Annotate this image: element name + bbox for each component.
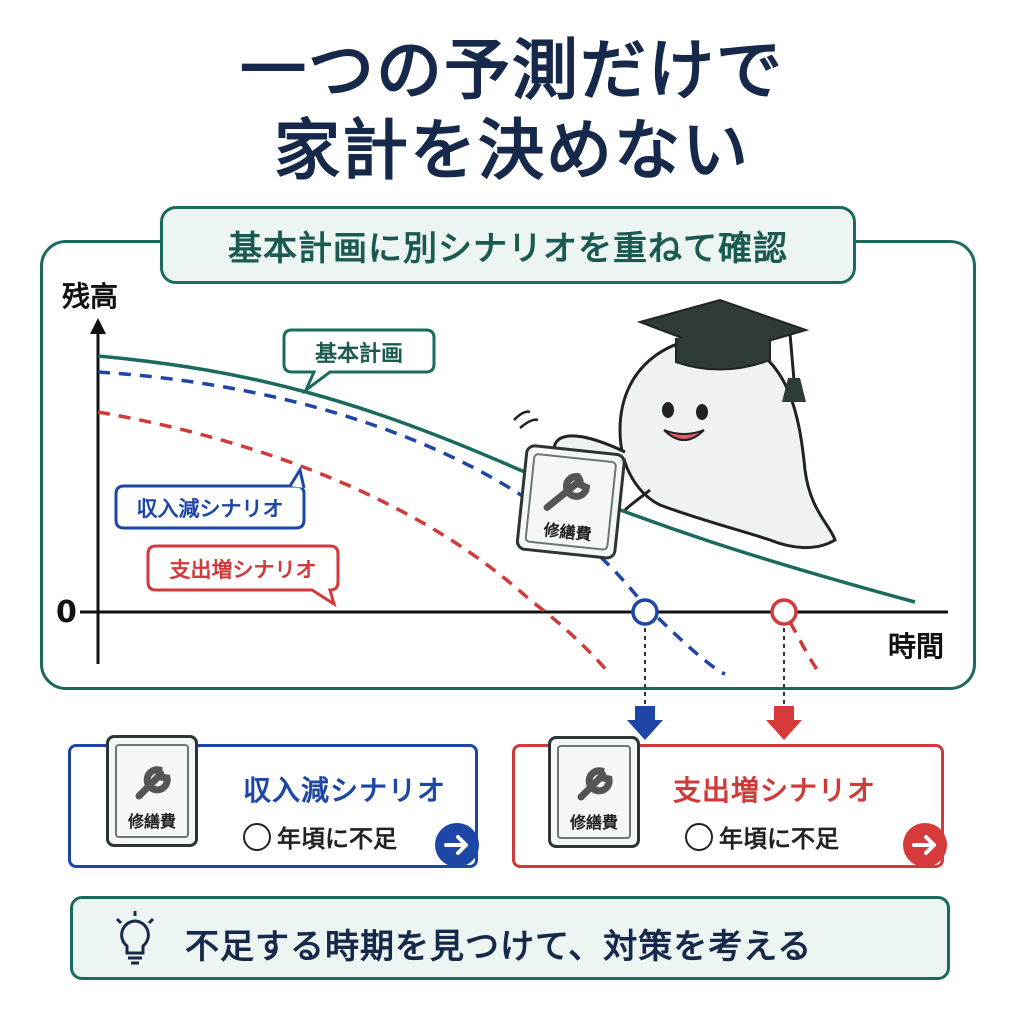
drop-arrow-expense	[766, 706, 802, 740]
arrow-right-icon	[912, 835, 936, 855]
shortfall-text: 年頃に不足	[719, 825, 839, 853]
page-title-line2: 家計を決めない	[274, 112, 750, 189]
callout-income-decrease-text: 収入減シナリオ	[137, 497, 284, 521]
repair-cost-card-label: 修繕費	[569, 813, 618, 832]
drop-arrow-income	[627, 706, 663, 740]
card-expense-increase-title: 支出増シナリオ	[673, 774, 877, 807]
wrench-icon	[135, 766, 171, 800]
callout-base-plan-text: 基本計画	[315, 341, 403, 367]
page-title-line1: 一つの予測だけで	[240, 32, 784, 109]
blank-year-circle	[685, 822, 713, 851]
y-axis-arrow	[90, 318, 106, 334]
callout-base-plan: 基本計画	[282, 328, 436, 395]
zero-label: 0	[56, 595, 77, 630]
arrow-right-button[interactable]	[435, 823, 479, 867]
x-axis-label: 時間	[888, 630, 944, 663]
card-expense-increase-shortfall: 年頃に不足	[685, 819, 839, 854]
repair-cost-card-label: 修繕費	[127, 812, 176, 831]
conclusion-text: 不足する時期を見つけて、対策を考える	[185, 927, 813, 967]
ghost-mascot-illustration	[513, 298, 837, 550]
repair-cost-card: 修繕費	[106, 735, 198, 847]
series-line-base-plan	[97, 354, 916, 604]
wrench-icon	[577, 767, 613, 801]
repair-cost-card: 修繕費	[548, 736, 640, 848]
series-line-expense-increase	[97, 410, 610, 674]
chart-panel	[40, 240, 976, 690]
shortfall-text: 年頃に不足	[277, 825, 397, 853]
callout-income-decrease: 収入減シナリオ	[114, 466, 306, 530]
y-axis-label: 残高	[62, 280, 118, 313]
blank-year-circle	[243, 822, 271, 851]
card-income-decrease-shortfall: 年頃に不足	[243, 819, 397, 854]
card-income-decrease-title: 収入減シナリオ	[243, 774, 447, 807]
shortfall-marker-expense	[770, 598, 798, 626]
arrow-right-icon	[444, 835, 468, 855]
conclusion-bar: 不足する時期を見つけて、対策を考える	[70, 896, 950, 980]
arrow-right-button[interactable]	[903, 823, 947, 867]
chart-header: 基本計画に別シナリオを重ねて確認	[160, 206, 856, 284]
callout-expense-increase: 支出増シナリオ	[146, 544, 340, 608]
series-line-expense-tail	[788, 621, 822, 676]
wrench-icon	[543, 472, 591, 511]
lightbulb-icon	[115, 911, 155, 965]
shortfall-marker-income	[631, 598, 659, 626]
held-repair-card: 修繕費	[515, 444, 626, 560]
callout-expense-increase-text: 支出増シナリオ	[170, 558, 317, 582]
